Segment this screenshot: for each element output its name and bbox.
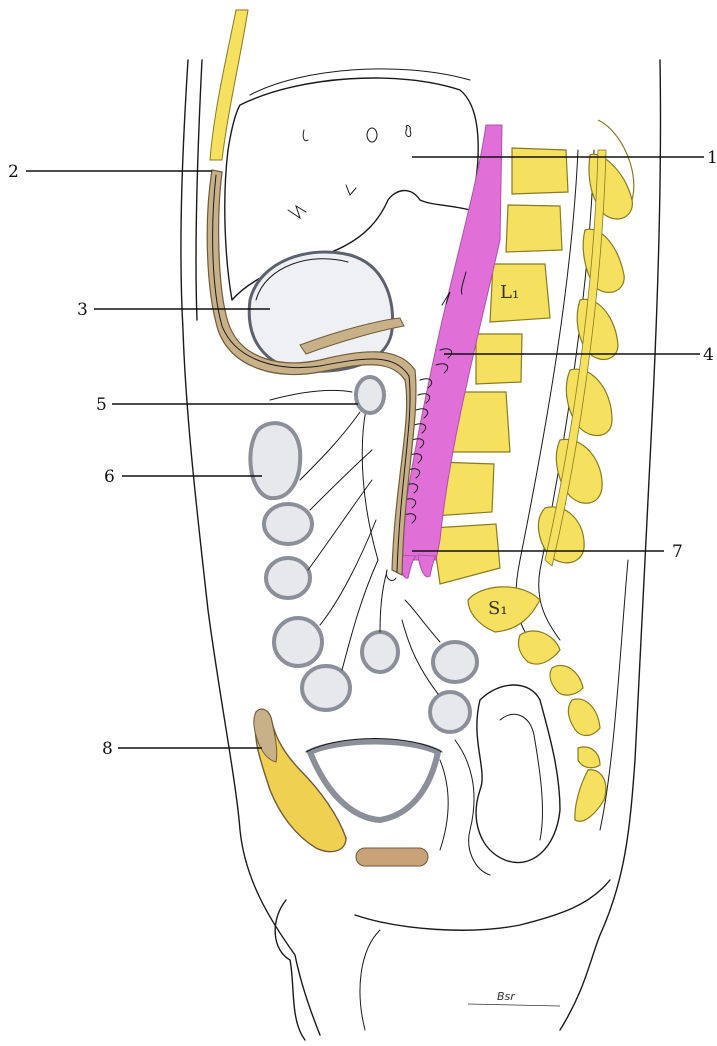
artist-signature: Bsr [497,990,516,1003]
bowel-loop-5 [356,377,384,413]
bowel-loop [362,632,398,672]
coccyx-segment [578,747,600,768]
signature-underline [468,1004,560,1006]
bowel-loop [302,666,350,710]
liver-vessel-mark [406,126,411,137]
label-8: 8 [102,739,113,759]
label-3: 3 [77,300,88,320]
rectum-wall-outer [476,685,560,863]
sacral-segment [518,631,560,664]
bowel-loop [264,504,312,544]
sacrum [468,587,606,821]
label-7: 7 [672,542,683,562]
liver-vessel-mark [346,185,356,195]
rectovesical-line [455,740,490,875]
peritoneal-top-fat [210,10,248,160]
vertebra-mark-s1: S₁ [488,598,508,619]
pubic-cartilage-top [254,709,277,762]
bowel-loop [430,692,470,732]
sacral-segment [550,665,583,695]
label-5: 5 [96,395,107,415]
vertebra-body [512,148,568,194]
sacral-segment [568,699,600,736]
liver-vessel-mark [303,130,308,141]
vertebra-body [506,205,562,252]
label-4: 4 [703,345,714,365]
liver-vessel-mark [367,128,377,142]
vertebra-body [432,524,500,584]
label-2: 2 [8,162,19,182]
bowel-loop [433,642,477,682]
bowel-loop [274,618,322,666]
anterior-body-wall [181,60,320,1035]
label-6: 6 [104,467,115,487]
liver-vessel-mark [288,206,306,218]
rectum-wall-inner [500,714,542,840]
vertebra-body [476,334,522,384]
anterior-wall-inner [196,60,202,320]
bowel-loop [266,558,310,598]
vertebra-body-l1 [490,264,550,322]
perineum-contour [355,880,610,930]
label-1: 1 [707,148,717,168]
vertebra-mark-l1: L₁ [500,282,519,303]
mesentery-band [207,170,416,575]
nerve-root-tail [418,555,436,577]
pelvic-line [440,760,448,850]
pubic-cartilage-disc [356,848,428,866]
diaphragm-line [250,69,470,95]
coccyx [575,770,606,822]
bowel-loop-6 [250,423,300,498]
genital-contour [275,900,305,1040]
perineal-line [360,930,380,1030]
